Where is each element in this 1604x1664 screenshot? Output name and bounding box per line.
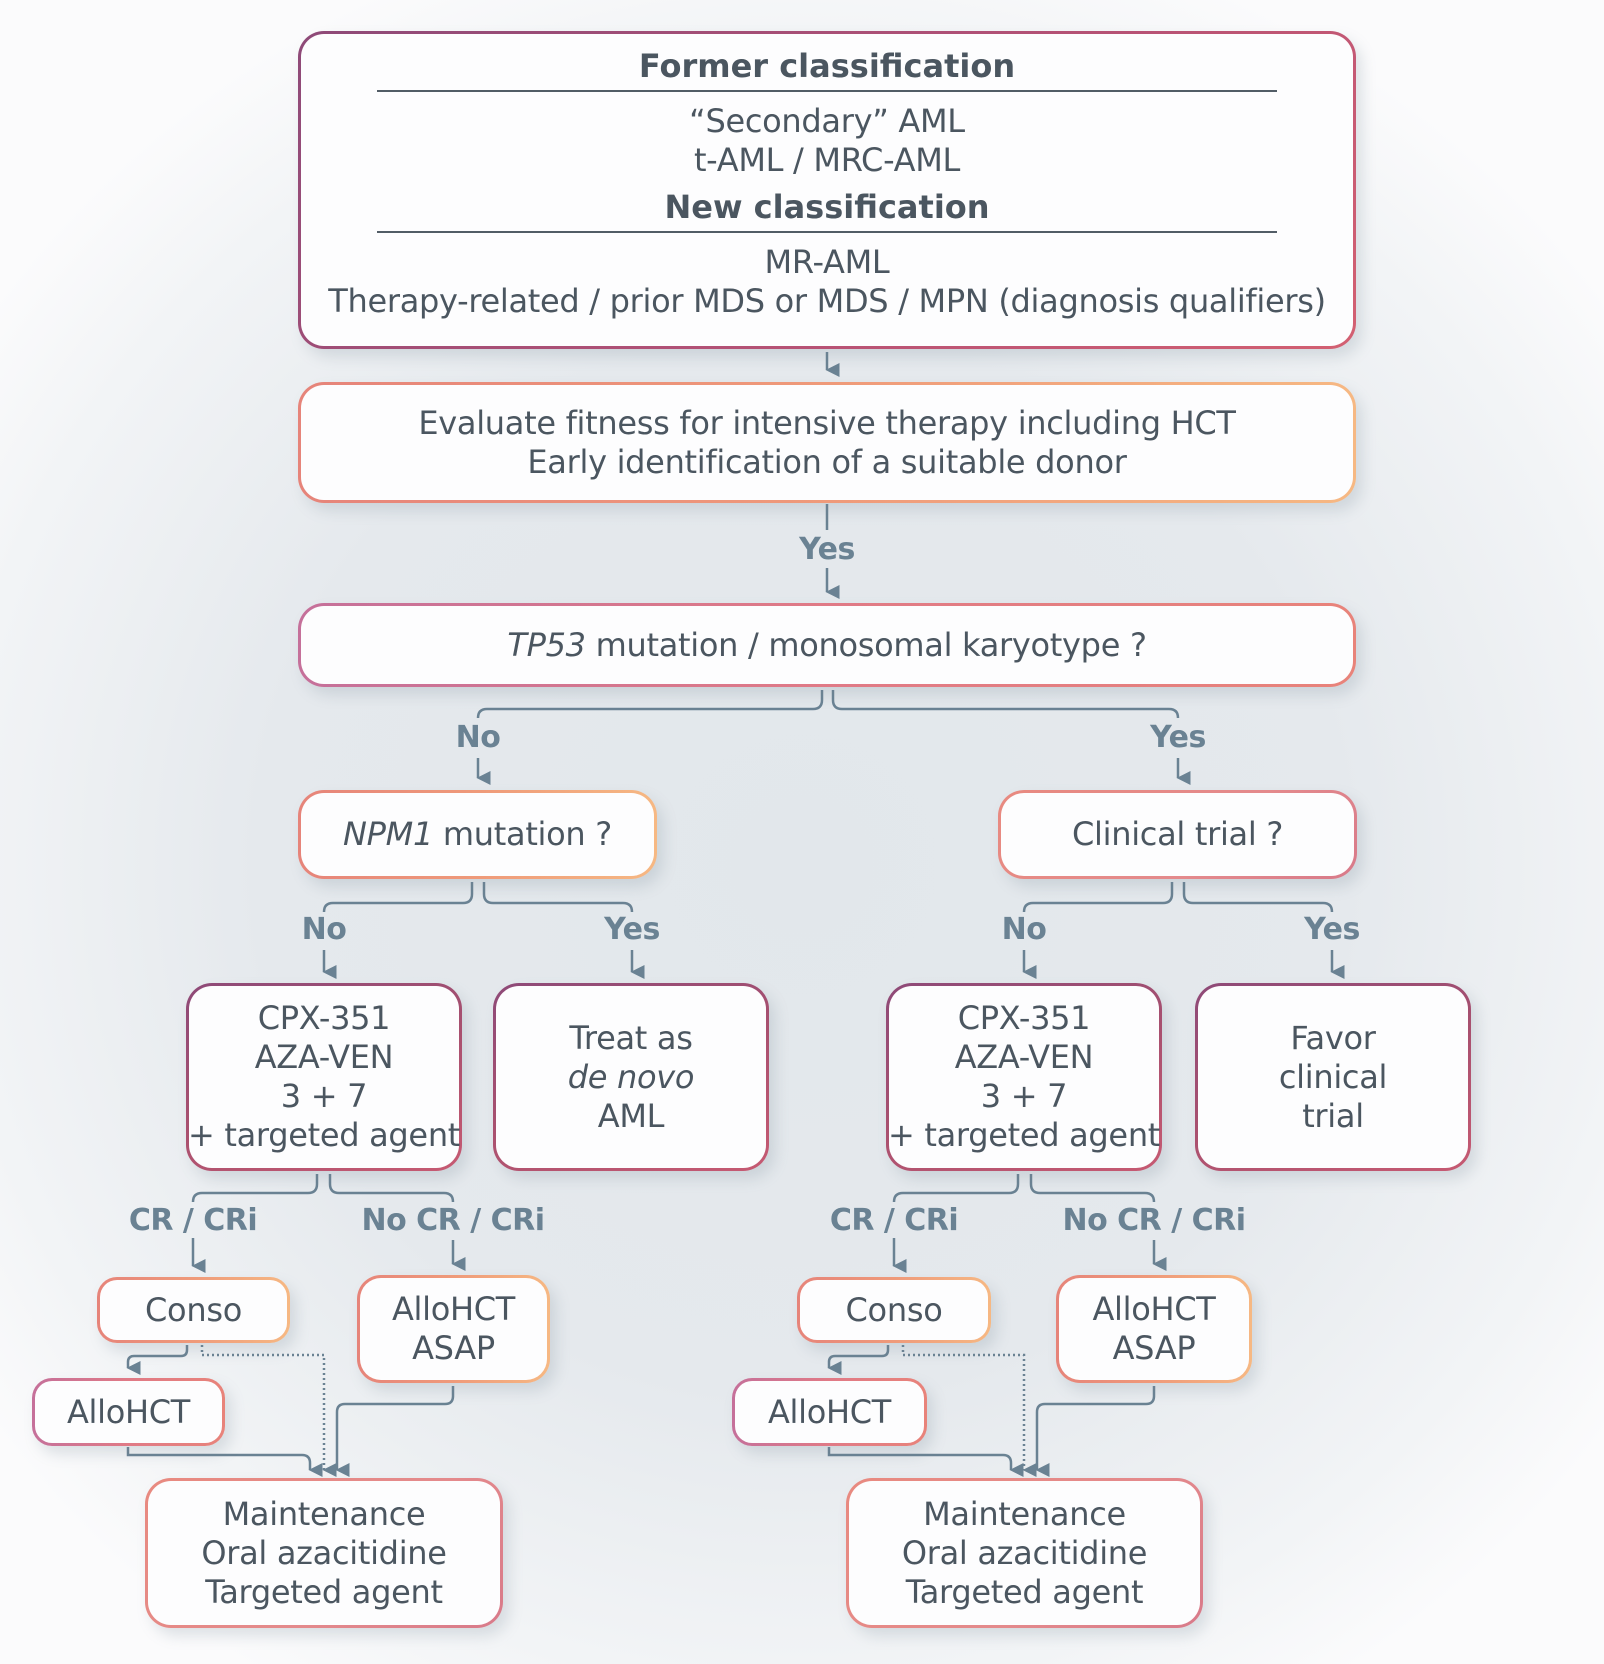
- maintenance-left-line-3: Targeted agent: [205, 1572, 443, 1611]
- left-cr-label: CR / CRi: [128, 1203, 258, 1238]
- maintenance-right-line-1: Maintenance: [923, 1494, 1126, 1533]
- allohct-right-text: AlloHCT: [767, 1392, 892, 1431]
- right-no-cr-label: No CR / CRi: [1062, 1203, 1246, 1238]
- branch-right-nocr: [1029, 1174, 1156, 1203]
- former-line-1: “Secondary” AML: [689, 102, 965, 140]
- treatment-options-right-box: CPX-351 AZA-VEN 3 + 7 + targeted agent: [886, 983, 1162, 1171]
- classification-box: Former classification “Secondary” AML t-…: [298, 31, 1356, 349]
- treatment-left-line-2: AZA-VEN: [254, 1038, 394, 1076]
- former-divider: [377, 90, 1277, 92]
- branch-left-cr: [191, 1174, 319, 1203]
- npm1-yes-label: Yes: [604, 912, 660, 947]
- npm1-question: NPM1 mutation ?: [343, 815, 612, 854]
- tp53-question: TP53 mutation / monosomal karyotype ?: [507, 625, 1147, 665]
- new-classification-heading: New classification: [664, 188, 990, 226]
- allohct-left-text: AlloHCT: [66, 1392, 191, 1431]
- treatment-left-line-1: CPX-351: [257, 999, 391, 1037]
- dotted-conso-to-maintenance-right: [901, 1345, 1037, 1477]
- former-line-2: t-AML / MRC-AML: [693, 141, 961, 179]
- treatment-left-line-4: + targeted agent: [187, 1116, 461, 1154]
- allohct-asap-right-line-2: ASAP: [1112, 1329, 1196, 1367]
- former-classification-heading: Former classification: [638, 47, 1016, 85]
- tp53-no-label: No: [455, 720, 501, 755]
- npm1-question-text: mutation ?: [433, 815, 612, 853]
- maintenance-right-line-2: Oral azacitidine: [901, 1533, 1148, 1572]
- right-cr-label: CR / CRi: [829, 1203, 959, 1238]
- line-allohct-to-maintenance-right: [827, 1447, 1024, 1477]
- branch-tp53-no: [476, 690, 824, 719]
- treatment-right-line-4: + targeted agent: [887, 1116, 1161, 1154]
- maintenance-left-box: Maintenance Oral azacitidine Targeted ag…: [145, 1478, 503, 1628]
- branch-tp53-yes: [831, 690, 1180, 719]
- allohct-asap-right-box: AlloHCT ASAP: [1056, 1275, 1252, 1383]
- dotted-conso-to-maintenance-left: [200, 1345, 337, 1477]
- favor-clinical-trial-box: Favor clinical trial: [1195, 983, 1471, 1171]
- npm1-no-label: No: [301, 912, 347, 947]
- line-allohct-to-maintenance-left: [126, 1447, 323, 1477]
- fitness-line-2: Early identification of a suitable donor: [527, 442, 1127, 481]
- tp53-gene: TP53: [507, 625, 586, 664]
- line-asap-to-maintenance-left: [335, 1386, 455, 1477]
- branch-trial-yes: [1182, 882, 1334, 913]
- maintenance-right-line-3: Targeted agent: [905, 1572, 1144, 1611]
- arrow-conso-to-allohct-right: [827, 1345, 890, 1375]
- trial-no-label: No: [1001, 912, 1047, 947]
- treat-as-de-novo-box: Treat as de novo AML: [493, 983, 769, 1171]
- de-novo-line-2: de novo: [567, 1057, 695, 1097]
- allohct-asap-right-line-1: AlloHCT: [1092, 1290, 1216, 1328]
- tp53-question-box: TP53 mutation / monosomal karyotype ?: [298, 603, 1356, 687]
- npm1-question-box: NPM1 mutation ?: [298, 790, 657, 879]
- fitness-line-1: Evaluate fitness for intensive therapy i…: [418, 403, 1236, 442]
- allohct-left-box: AlloHCT: [32, 1378, 225, 1446]
- treatment-right-line-1: CPX-351: [957, 999, 1091, 1037]
- de-novo-italic: de novo: [567, 1057, 695, 1096]
- branch-npm1-no: [322, 882, 474, 913]
- de-novo-line-3: AML: [597, 1096, 665, 1135]
- npm1-gene: NPM1: [343, 815, 434, 853]
- maintenance-left-line-1: Maintenance: [222, 1494, 426, 1533]
- conso-left-box: Conso: [97, 1277, 290, 1343]
- branch-left-nocr: [328, 1174, 455, 1203]
- treatment-right-line-3: 3 + 7: [980, 1077, 1068, 1115]
- fitness-evaluation-box: Evaluate fitness for intensive therapy i…: [298, 382, 1356, 503]
- left-no-cr-label: No CR / CRi: [361, 1203, 545, 1238]
- treatment-left-line-3: 3 + 7: [280, 1077, 368, 1115]
- clinical-trial-question-box: Clinical trial ?: [998, 790, 1357, 879]
- favor-line-1: Favor: [1290, 1018, 1376, 1057]
- allohct-right-box: AlloHCT: [732, 1378, 927, 1446]
- arrow-conso-to-allohct-left: [126, 1345, 189, 1375]
- conso-right-box: Conso: [797, 1277, 991, 1343]
- new-line-1: MR-AML: [764, 243, 890, 281]
- treatment-right-line-2: AZA-VEN: [954, 1038, 1094, 1076]
- de-novo-line-1: Treat as: [569, 1018, 693, 1057]
- fitness-yes-label: Yes: [799, 532, 855, 567]
- favor-line-3: trial: [1302, 1096, 1364, 1135]
- allohct-asap-left-line-2: ASAP: [412, 1329, 495, 1367]
- branch-trial-no: [1022, 882, 1174, 913]
- conso-right-text: Conso: [845, 1290, 943, 1329]
- tp53-question-text: mutation / monosomal karyotype ?: [585, 625, 1147, 664]
- favor-line-2: clinical: [1278, 1057, 1388, 1096]
- treatment-options-left-box: CPX-351 AZA-VEN 3 + 7 + targeted agent: [186, 983, 462, 1171]
- new-line-2: Therapy-related / prior MDS or MDS / MPN…: [328, 282, 1326, 320]
- tp53-yes-label: Yes: [1150, 720, 1206, 755]
- maintenance-right-box: Maintenance Oral azacitidine Targeted ag…: [846, 1478, 1203, 1628]
- maintenance-left-line-2: Oral azacitidine: [201, 1533, 447, 1572]
- allohct-asap-left-box: AlloHCT ASAP: [357, 1275, 550, 1383]
- allohct-asap-left-line-1: AlloHCT: [391, 1290, 516, 1328]
- line-asap-to-maintenance-right: [1035, 1386, 1156, 1477]
- branch-npm1-yes: [482, 882, 634, 913]
- new-divider: [377, 231, 1277, 233]
- conso-left-text: Conso: [145, 1290, 242, 1329]
- trial-yes-label: Yes: [1304, 912, 1360, 947]
- clinical-trial-question: Clinical trial ?: [1071, 815, 1283, 853]
- branch-right-cr: [892, 1174, 1020, 1203]
